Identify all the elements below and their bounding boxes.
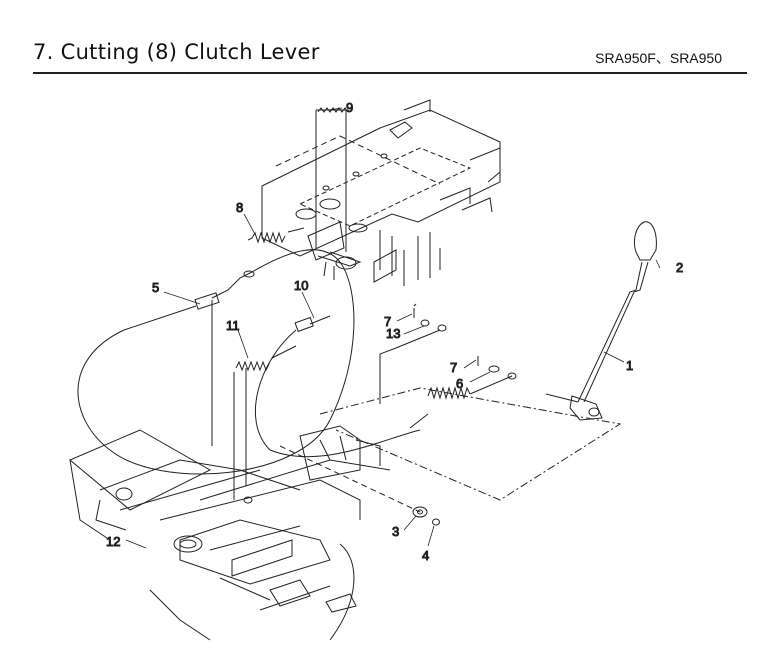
upper-frame-assembly [261, 99, 501, 286]
washer-and-ring [279, 445, 440, 526]
lower-frame-assembly [69, 425, 391, 641]
lever-assembly [545, 221, 657, 421]
cable-10 [255, 315, 421, 458]
rod-and-spring [379, 324, 517, 429]
callout-3: 3 [392, 524, 399, 539]
callout-9: 9 [346, 100, 353, 115]
callout-7a: 7 [384, 314, 391, 329]
callout-10: 10 [294, 278, 308, 293]
callout-1: 1 [626, 358, 633, 373]
callout-2: 2 [676, 260, 683, 275]
callout-4: 4 [422, 548, 429, 563]
callout-13: 13 [386, 326, 400, 341]
callout-8: 8 [236, 200, 243, 215]
guide-lines [211, 300, 247, 500]
lever-base-plate [319, 387, 622, 501]
cable-5 [77, 249, 355, 475]
page-title: 7. Cutting (8) Clutch Lever [33, 40, 320, 64]
small-washers [413, 303, 500, 373]
callout-12: 12 [106, 534, 120, 549]
model-label: SRA950F、SRA950 [595, 50, 722, 66]
callout-6: 6 [456, 376, 463, 391]
callout-leaders [125, 107, 661, 549]
callout-5: 5 [152, 280, 159, 295]
spring-11 [235, 345, 297, 372]
spring-9 [315, 107, 349, 252]
callout-7b: 7 [450, 360, 457, 375]
header-divider [33, 72, 747, 74]
callout-11: 11 [226, 318, 240, 333]
spring-8 [247, 227, 305, 244]
